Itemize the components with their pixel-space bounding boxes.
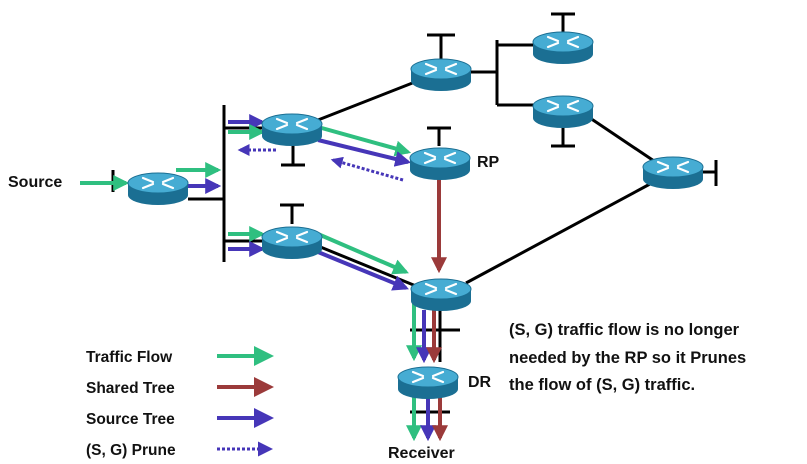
router-icon (531, 30, 595, 66)
traffic-flow-arrow (317, 232, 409, 275)
router-icon (531, 94, 595, 130)
legend-label-source-tree: Source Tree (86, 411, 175, 428)
router-icon (260, 112, 324, 148)
link-tr2-right (589, 116, 661, 167)
note-line: needed by the RP so it Prunes (509, 349, 746, 367)
source-label: Source (8, 174, 62, 191)
dr-label: DR (468, 374, 492, 391)
legend-label-shared-tree: Shared Tree (86, 380, 175, 397)
note-line: (S, G) traffic flow is no longer (509, 321, 740, 339)
sg-prune-arrow (330, 156, 404, 182)
router-icon (409, 57, 473, 93)
receiver-label: Receiver (388, 445, 455, 462)
source-tree-arrow (317, 138, 412, 167)
dr-router-icon (396, 365, 460, 401)
prune-note: (S, G) traffic flow is no longer needed … (509, 321, 746, 394)
router-icon (409, 277, 473, 313)
rp-router-icon (408, 146, 472, 182)
router-icon (126, 171, 190, 207)
link-r1-top (317, 80, 416, 122)
legend-label-sg-prune: (S, G) Prune (86, 442, 176, 459)
legend-label-traffic-flow: Traffic Flow (86, 349, 173, 366)
flow-arrows (80, 114, 448, 442)
traffic-flow-arrow (317, 125, 412, 157)
router-icon (260, 225, 324, 261)
rp-label: RP (477, 154, 500, 171)
link-right-dr (465, 182, 651, 285)
legend: Traffic Flow Shared Tree Source Tree (S,… (86, 346, 274, 459)
link-r2-dr (317, 244, 417, 288)
note-line: the flow of (S, G) traffic. (509, 376, 695, 394)
source-tree-arrow (317, 250, 409, 291)
router-icon (641, 155, 705, 191)
